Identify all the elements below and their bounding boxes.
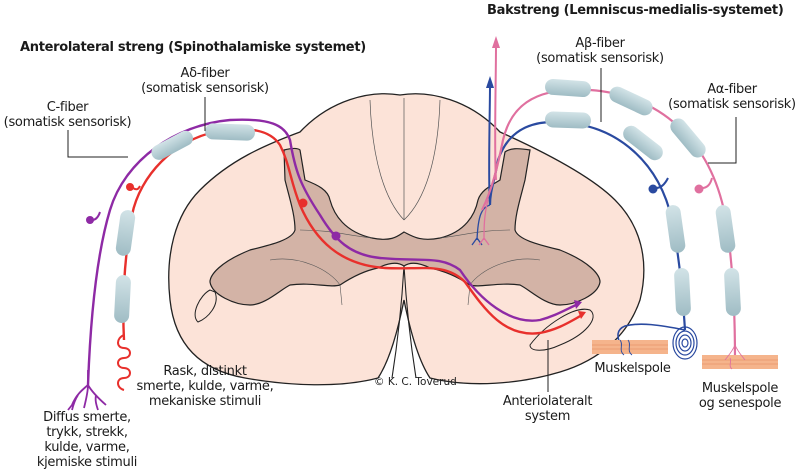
a-beta-fiber-type: (somatisk sensorisk) [536,51,664,66]
c-fiber-path [86,118,579,386]
gray-matter-line [269,258,341,286]
c-fiber-stimuli-line: kjemiske stimuli [36,455,138,470]
a-alpha-branch [478,199,490,246]
muskelspole-line: Muskelspole [594,361,671,376]
anterolateral-system-label: Anteriolateralt system [495,394,600,424]
anterolateral-title: Anterolateral streng (Spinothalamiske sy… [20,40,366,55]
a-delta-stimuli-line: Rask, distinkt [163,364,247,379]
gray-matter-line [469,258,541,286]
a-alpha-fiber-label: Aα-fiber (somatisk sensorisk) [662,82,800,112]
a-beta-ascending [488,84,491,206]
a-alpha-soma [694,184,704,194]
c-fiber-label: C-fiber (somatisk sensorisk) [0,100,135,130]
c-fiber-arrowhead [574,300,582,309]
leader-c-fiber [67,130,128,158]
a-alpha-fiber-name: Aα-fiber [707,82,757,97]
a-beta-arrowhead [486,76,494,88]
c-fiber-stimuli-line: kulde, varme, [44,440,130,455]
ventral-median-fissure [391,265,417,379]
a-delta-soma [126,183,134,191]
muskelspole-label: Muskelspole [585,361,680,376]
muscle-spindle-spiral [672,326,698,360]
spinal-cord-gray-matter [209,147,601,306]
anterolateral-system-line: system [524,409,571,424]
c-fiber-stimuli-line: trykk, strekk, [46,425,128,440]
a-delta-soma-stalk [132,185,141,191]
a-beta-fiber-name: Aβ-fiber [575,36,625,51]
a-delta-fiber-label: Aδ-fiber (somatisk sensorisk) [135,66,275,96]
gray-matter-line [439,229,511,239]
c-fiber-stimuli-line: Diffus smerte, [43,410,131,425]
c-fiber-nerve-endings [67,370,107,411]
a-delta-synapse [298,198,308,208]
anterolateral-tract-outline [529,308,594,351]
copyright: © K. C. Toverud [374,376,457,388]
a-beta-soma [648,184,658,194]
anterolateral-system-line: Anteriolateralt [502,394,593,409]
a-delta-stimuli: Rask, distinkt smerte, kulde, varme, mek… [125,364,285,409]
a-alpha-ascending [494,44,497,181]
a-alpha-arrowhead [492,36,500,48]
dorsal-column-right [403,99,441,221]
a-alpha-fiber-type: (somatisk sensorisk) [668,97,796,112]
muscle-fiber-tendon [702,344,778,370]
a-delta-fiber-name: Aδ-fiber [180,66,230,81]
muscle-fiber-spindle [592,339,668,356]
muskelspole-senespole-line: og senespole [698,396,782,411]
c-fiber-type: (somatisk sensorisk) [3,115,132,130]
a-delta-fiber-type: (somatisk sensorisk) [141,81,269,96]
muskelspole-senespole-label: Muskelspole og senespole [690,381,790,411]
c-fiber-synapse [331,231,341,241]
c-fiber-soma [86,216,94,224]
c-fiber-name: C-fiber [46,100,89,115]
muskelspole-senespole-line: Muskelspole [701,381,779,396]
a-delta-fiber-arrowhead [578,311,586,319]
c-fiber-stimuli: Diffus smerte, trykk, strekk, kulde, var… [12,410,162,470]
a-beta-fiber-label: Aβ-fiber (somatisk sensorisk) [530,36,670,66]
dorsal-column-left [369,99,405,221]
a-alpha-soma-stalk [701,177,713,189]
a-beta-to-spindle [617,323,686,346]
leader-a-alpha [708,117,737,164]
a-delta-stimuli-line: smerte, kulde, varme, [136,379,274,394]
myelin-sheaths-right [545,78,741,316]
a-delta-stimuli-line: mekaniske stimuli [148,394,262,409]
a-delta-coiled-ending [117,334,131,391]
myelin-sheaths-left [114,123,255,324]
anterolateral-tract-outline-left [194,289,217,323]
gray-matter-line [339,284,343,306]
bakstreng-title: Bakstreng (Lemniscus-medialis-systemet) [487,3,784,18]
